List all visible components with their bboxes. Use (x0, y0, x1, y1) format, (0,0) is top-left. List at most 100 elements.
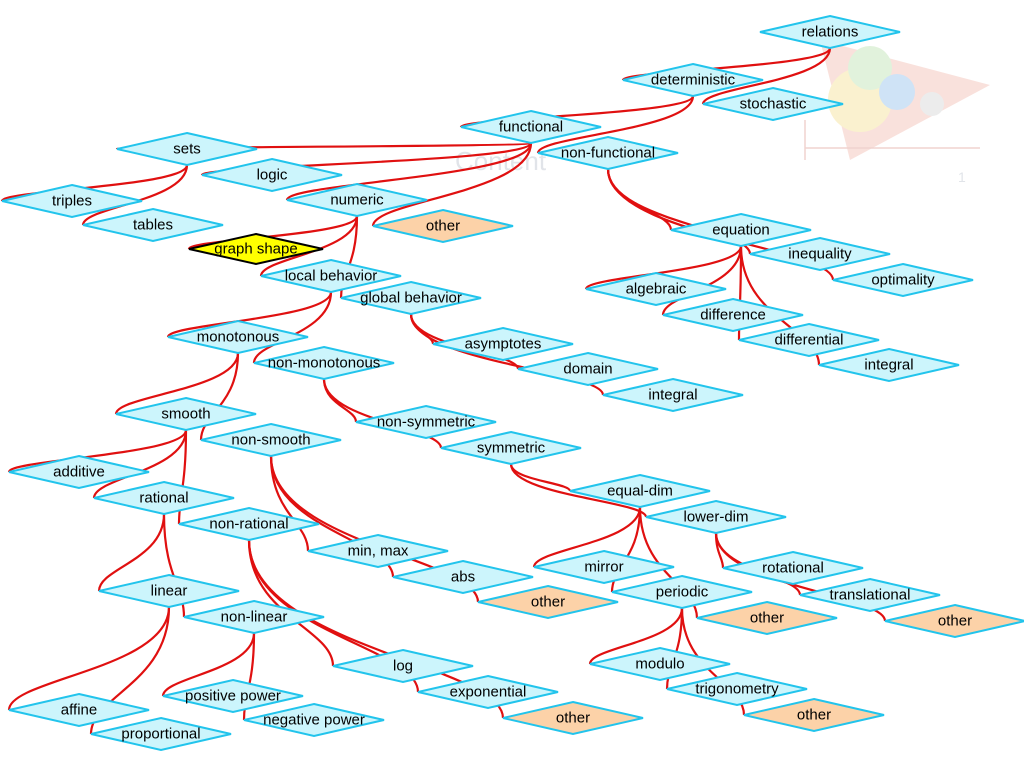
node-label: abs (451, 569, 475, 586)
node-integral-1[interactable]: integral (602, 377, 744, 413)
node-label: equal-dim (607, 483, 673, 500)
node-label: positive power (185, 688, 281, 705)
node-additive[interactable]: additive (8, 454, 150, 490)
node-mirror[interactable]: mirror (533, 549, 675, 585)
node-label: inequality (788, 246, 852, 263)
node-label: asymptotes (465, 336, 542, 353)
node-label: affine (61, 702, 97, 719)
node-exponential[interactable]: exponential (417, 674, 559, 710)
node-diamond (670, 212, 812, 248)
node-label: modulo (635, 656, 684, 673)
node-other-5[interactable]: other (884, 603, 1024, 639)
node-sets[interactable]: sets (116, 131, 258, 167)
node-non-rational[interactable]: non-rational (178, 506, 320, 542)
node-label: integral (864, 357, 913, 374)
node-triples[interactable]: triples (1, 183, 143, 219)
edge-equal-dim-to-other-4 (638, 506, 699, 619)
node-label: logic (257, 167, 288, 184)
node-other-6[interactable]: other (743, 697, 885, 733)
node-diamond (201, 157, 343, 193)
node-min-max[interactable]: min, max (307, 533, 449, 569)
node-diamond (307, 533, 449, 569)
node-numeric[interactable]: numeric (286, 182, 428, 218)
node-positive-power[interactable]: positive power (162, 678, 304, 714)
edge-equal-dim-to-mirror (532, 506, 642, 568)
edge-equation-to-algebraic (584, 245, 743, 291)
node-asymptotes[interactable]: asymptotes (432, 326, 574, 362)
node-difference[interactable]: difference (662, 297, 804, 333)
node-equation[interactable]: equation (670, 212, 812, 248)
node-logic[interactable]: logic (201, 157, 343, 193)
node-linear[interactable]: linear (98, 573, 240, 609)
node-symmetric[interactable]: symmetric (440, 430, 582, 466)
node-diamond (178, 506, 320, 542)
node-lower-dim[interactable]: lower-dim (645, 499, 787, 535)
node-label: tables (133, 217, 173, 234)
node-local-behavior[interactable]: local behavior (260, 258, 402, 294)
node-non-linear[interactable]: non-linear (183, 599, 325, 635)
node-diamond (93, 480, 235, 516)
node-smooth[interactable]: smooth (115, 396, 257, 432)
node-label: negative power (263, 712, 365, 729)
node-proportional[interactable]: proportional (90, 716, 232, 752)
node-label: differential (775, 332, 844, 349)
node-integral-2[interactable]: integral (818, 347, 960, 383)
node-rotational[interactable]: rotational (722, 550, 864, 586)
node-non-monotonous[interactable]: non-monotonous (253, 345, 395, 381)
node-diamond (8, 692, 150, 728)
node-differential[interactable]: differential (738, 322, 880, 358)
node-label: integral (648, 387, 697, 404)
node-diamond (477, 584, 619, 620)
node-diamond (517, 351, 659, 387)
decor-circle-blue (879, 74, 915, 110)
node-optimality[interactable]: optimality (832, 262, 974, 298)
node-functional[interactable]: functional (460, 109, 602, 145)
node-non-smooth[interactable]: non-smooth (200, 422, 342, 458)
node-global-behavior[interactable]: global behavior (340, 280, 482, 316)
edge-monotonous-to-smooth (114, 352, 240, 415)
node-trigonometry[interactable]: trigonometry (666, 671, 808, 707)
node-deterministic[interactable]: deterministic (622, 62, 764, 98)
node-non-symmetric[interactable]: non-symmetric (355, 404, 497, 440)
node-other-1[interactable]: other (372, 208, 514, 244)
node-stochastic[interactable]: stochastic (702, 86, 844, 122)
node-periodic[interactable]: periodic (611, 574, 753, 610)
node-label: local behavior (285, 268, 378, 285)
node-diamond (662, 297, 804, 333)
node-negative-power[interactable]: negative power (243, 702, 385, 738)
node-domain[interactable]: domain (517, 351, 659, 387)
node-diamond (417, 674, 559, 710)
node-algebraic[interactable]: algebraic (585, 271, 727, 307)
node-other-4[interactable]: other (696, 600, 838, 636)
node-label: other (797, 707, 831, 724)
node-label: algebraic (626, 281, 687, 298)
edge-smooth-to-additive (7, 429, 188, 474)
node-affine[interactable]: affine (8, 692, 150, 728)
node-label: numeric (330, 192, 384, 209)
edge-global-behavior-to-asymptotes (409, 313, 435, 345)
node-log[interactable]: log (332, 648, 474, 684)
node-graph-shape[interactable]: graph shape (188, 232, 324, 266)
node-modulo[interactable]: modulo (589, 646, 731, 682)
node-monotonous[interactable]: monotonous (167, 319, 309, 355)
node-translational[interactable]: translational (799, 577, 941, 613)
node-relations[interactable]: relations (759, 14, 901, 50)
node-label: other (750, 610, 784, 627)
node-tables[interactable]: tables (82, 207, 224, 243)
node-diamond (611, 574, 753, 610)
node-abs[interactable]: abs (392, 559, 534, 595)
edge-functional-to-numeric (285, 142, 533, 202)
node-non-functional[interactable]: non-functional (537, 135, 679, 171)
node-diamond (260, 258, 402, 294)
node-inequality[interactable]: inequality (749, 236, 891, 272)
node-rational[interactable]: rational (93, 480, 235, 516)
node-diamond (115, 396, 257, 432)
node-label: exponential (450, 684, 527, 701)
node-other-2[interactable]: other (477, 584, 619, 620)
node-equal-dim[interactable]: equal-dim (569, 473, 711, 509)
node-label: periodic (656, 584, 709, 601)
edge-non-smooth-to-min-max (269, 455, 310, 552)
node-other-3[interactable]: other (502, 700, 644, 736)
node-label: non-smooth (231, 432, 310, 449)
